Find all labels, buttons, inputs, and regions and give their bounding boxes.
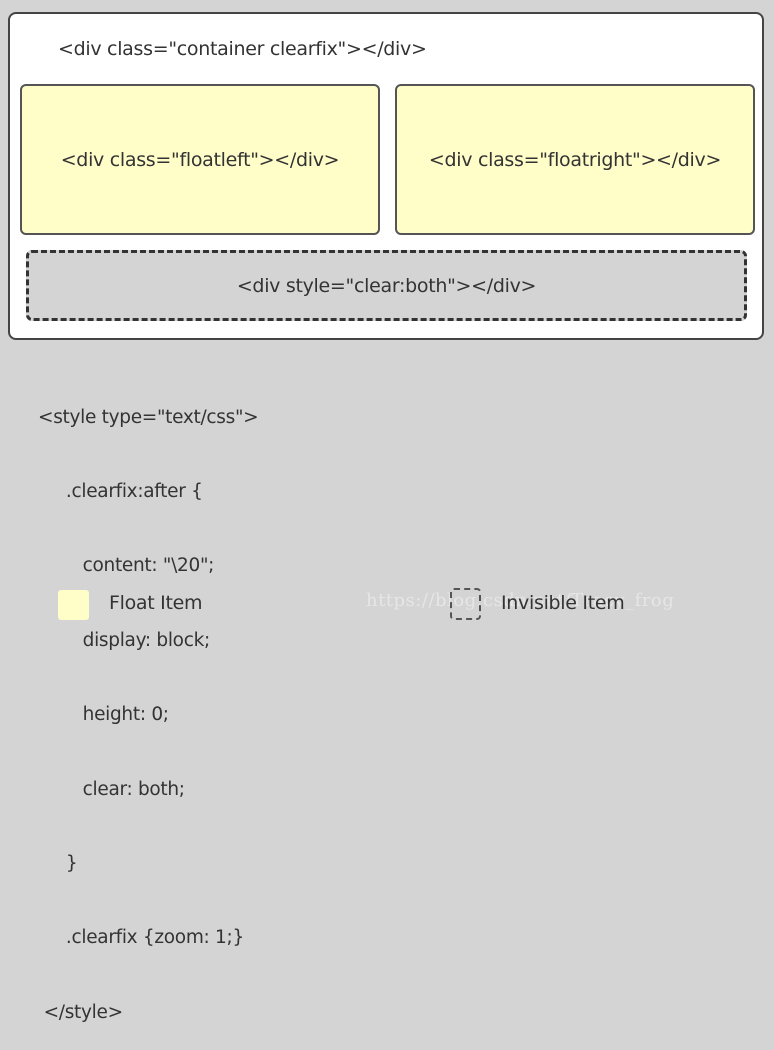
code-line: .clearfix {zoom: 1;} bbox=[38, 927, 244, 949]
float-item-legend-label: Float Item bbox=[109, 592, 203, 614]
code-line: content: "\20"; bbox=[38, 555, 215, 577]
float-left-box: <div class="floatleft"></div> bbox=[20, 84, 380, 235]
float-right-label: <div class="floatright"></div> bbox=[428, 148, 722, 171]
float-left-label: <div class="floatleft"></div> bbox=[60, 148, 340, 171]
code-line: clear: both; bbox=[38, 778, 185, 800]
code-line: height: 0; bbox=[38, 704, 169, 726]
css-code-block: <style type="text/css"> .clearfix:after … bbox=[38, 356, 259, 1050]
invisible-item-swatch bbox=[450, 588, 481, 620]
clear-both-box: <div style="clear:both"></div> bbox=[26, 250, 747, 321]
code-line: .clearfix:after { bbox=[38, 480, 203, 502]
float-item-swatch bbox=[58, 590, 89, 620]
code-line: } bbox=[38, 852, 78, 874]
watermark-text: https://blog.csdn.net/Tracy_frog bbox=[366, 590, 675, 611]
invisible-item-legend-label: Invisible Item bbox=[501, 592, 625, 614]
code-line: </style> bbox=[38, 1001, 124, 1023]
code-line: <style type="text/css"> bbox=[38, 406, 259, 428]
clear-both-label: <div style="clear:both"></div> bbox=[236, 274, 537, 297]
code-line: display: block; bbox=[38, 629, 211, 651]
container-label: <div class="container clearfix"></div> bbox=[58, 38, 427, 60]
float-right-box: <div class="floatright"></div> bbox=[395, 84, 755, 235]
